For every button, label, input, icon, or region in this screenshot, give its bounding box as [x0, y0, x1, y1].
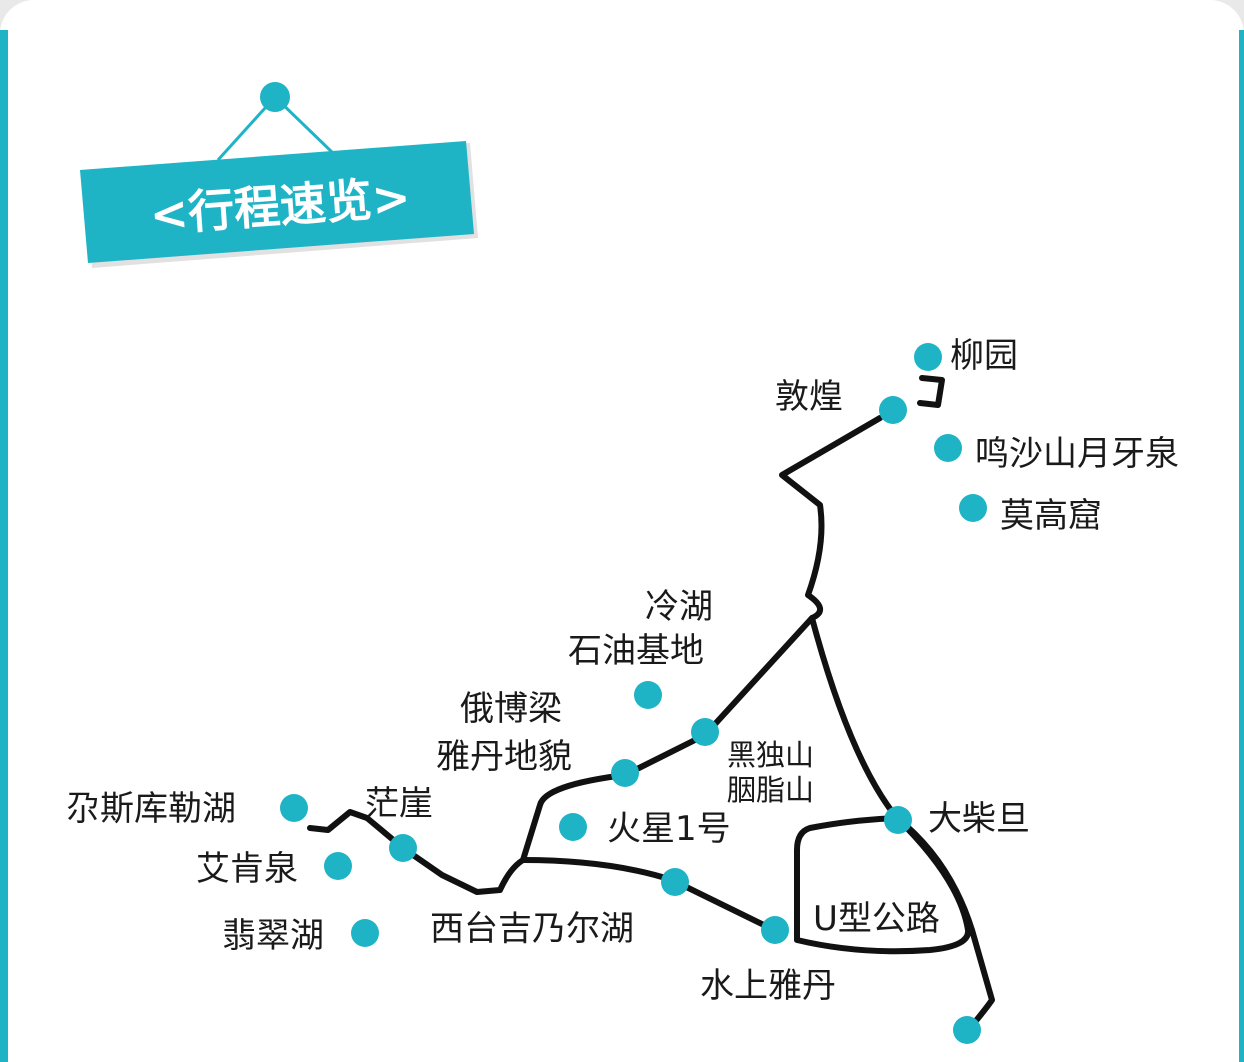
- place-markers: [280, 343, 987, 1044]
- label-dunhuang: 敦煌: [775, 377, 843, 417]
- label-lenghu: 冷湖: [645, 587, 713, 627]
- route-lenghu-dachaidan: [809, 615, 900, 821]
- route-dunhuang-yadan: [622, 415, 883, 778]
- label-aikenquan: 艾肯泉: [196, 849, 298, 889]
- marker-liuyuan[interactable]: [914, 343, 942, 371]
- route-yadan-ersikule: [307, 772, 628, 895]
- marker-mingsha[interactable]: [934, 434, 962, 462]
- label-shuishang: 水上雅丹: [700, 966, 836, 1006]
- route-lines: [307, 375, 995, 1031]
- label-dachaidan: 大柴旦: [928, 799, 1030, 839]
- label-ersikule: 尕斯库勒湖: [66, 789, 236, 829]
- label-xitai: 西台吉乃尔湖: [430, 909, 634, 949]
- place-labels: 柳园 敦煌 鸣沙山月牙泉 莫高窟 冷湖 石油基地 俄博梁 雅丹地貌 黑独山 胭脂…: [66, 336, 1179, 1006]
- title-sign: <行程速览>: [80, 82, 478, 268]
- marker-mangya[interactable]: [389, 834, 417, 862]
- marker-xitai[interactable]: [661, 868, 689, 896]
- marker-mogao[interactable]: [959, 494, 987, 522]
- label-eboliang: 俄博梁: [460, 689, 562, 729]
- label-mangya: 茫崖: [365, 784, 433, 824]
- marker-dachaidan[interactable]: [884, 806, 912, 834]
- marker-heidushan[interactable]: [691, 718, 719, 746]
- label-mogao: 莫高窟: [1000, 496, 1102, 536]
- route-dachaidan-south: [894, 815, 995, 1031]
- label-shiyou: 石油基地: [568, 631, 704, 671]
- label-mingsha: 鸣沙山月牙泉: [975, 434, 1179, 474]
- card-left-edge: [0, 30, 8, 1062]
- marker-south-end[interactable]: [953, 1016, 981, 1044]
- route-liuyuan-dunhuang: [917, 375, 945, 408]
- marker-aikenquan[interactable]: [324, 852, 352, 880]
- marker-shuishang[interactable]: [761, 916, 789, 944]
- label-yanzhishan: 胭脂山: [727, 773, 814, 807]
- label-ushape: U型公路: [813, 899, 940, 939]
- marker-dunhuang[interactable]: [879, 396, 907, 424]
- label-huoxing: 火星1号: [607, 809, 731, 849]
- label-heidushan: 黑独山: [727, 738, 814, 772]
- marker-shiyou[interactable]: [634, 681, 662, 709]
- label-feicui: 翡翠湖: [222, 916, 324, 956]
- marker-ersikule[interactable]: [280, 794, 308, 822]
- sign-pin-icon: [260, 82, 290, 112]
- label-liuyuan: 柳园: [950, 336, 1018, 376]
- marker-huoxing[interactable]: [559, 813, 587, 841]
- marker-feicui[interactable]: [351, 919, 379, 947]
- sign-board: [80, 141, 474, 263]
- marker-yadan[interactable]: [611, 759, 639, 787]
- card-right-edge: [1239, 30, 1244, 1062]
- label-yadan: 雅丹地貌: [436, 737, 572, 777]
